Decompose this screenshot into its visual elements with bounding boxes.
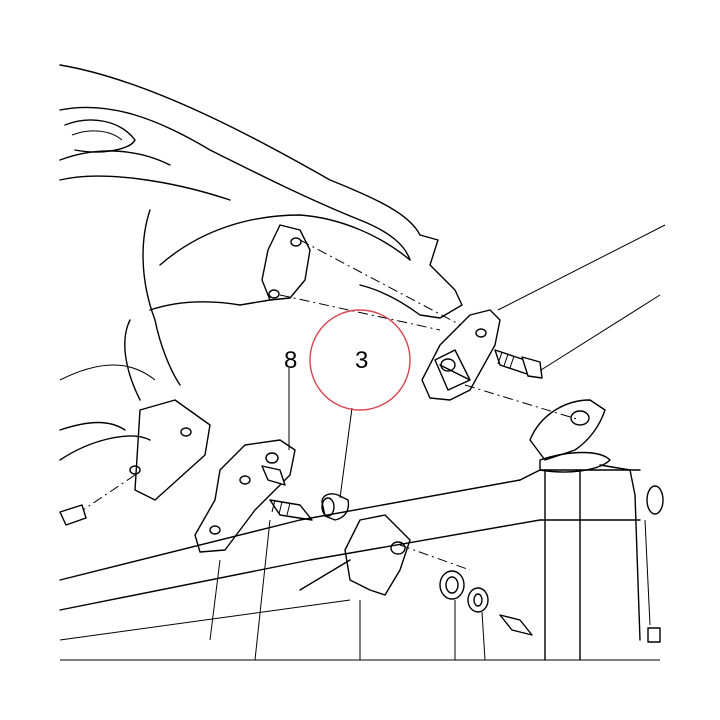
damper-mount-right xyxy=(464,384,664,661)
frame-rails xyxy=(59,469,660,661)
lower-spacer-washer xyxy=(439,570,533,661)
upper-mounting-boss xyxy=(261,224,471,331)
right-upper-bolt xyxy=(494,224,666,379)
lower-left-frame xyxy=(59,399,211,526)
highlight-circle xyxy=(309,309,411,411)
left-bracket-part-8 xyxy=(194,368,313,661)
callout-label-3: 3 xyxy=(355,347,368,374)
spacer-part-3 xyxy=(321,407,353,521)
center-linkage xyxy=(299,514,471,596)
engine-frame-casting xyxy=(59,64,463,431)
right-bracket-plate xyxy=(421,309,501,401)
callout-label-8: 8 xyxy=(284,347,297,374)
